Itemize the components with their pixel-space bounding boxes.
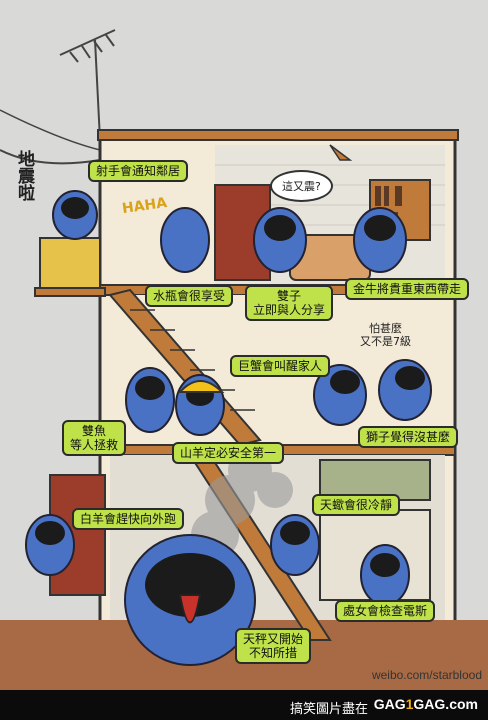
leo-label: 獅子覺得沒甚麼	[358, 426, 459, 448]
aquarius-label: 水瓶會很享受	[145, 285, 234, 307]
brand-pre: GAG	[373, 696, 406, 712]
scorpio-label: 天蠍會很冷靜	[312, 494, 401, 516]
weibo-watermark: weibo.com/starblood	[371, 668, 482, 682]
gag1gag-logo-link[interactable]: GAG1GAG.com	[374, 696, 478, 712]
taurus-label: 金牛將貴重東西帶走	[345, 278, 470, 300]
sagittarius-label: 射手會通知鄰居	[88, 160, 189, 182]
antenna-icon	[59, 29, 116, 141]
aquarius-creature	[160, 207, 210, 273]
virgo-label: 處女會檢查電斯	[335, 600, 436, 622]
brand-one: 1	[405, 696, 414, 712]
aries-label: 白羊會趕快向外跑	[72, 508, 185, 530]
footer-credit: 搞笑圖片盡在	[289, 701, 368, 716]
what-scale-note: 怕甚麼 又不是7級	[360, 322, 411, 348]
cancer-label: 巨蟹會叫醒家人	[230, 355, 331, 377]
earthquake-note: 地震啦	[14, 150, 34, 201]
gemini-label: 雙子 立即與人分享	[245, 285, 334, 321]
again-speech-bubble: 這又震?	[270, 170, 333, 202]
brand-post: GAG.com	[413, 696, 478, 712]
house-scene-illustration	[0, 29, 488, 690]
footer-bar: 搞笑圖片盡在 GAG1GAG.com	[0, 690, 488, 720]
pisces-label: 雙魚 等人拯救	[62, 420, 127, 456]
libra-label: 天秤又開始 不知所措	[235, 628, 312, 664]
virgo-safety-label: 山羊定必安全第一	[172, 442, 285, 464]
